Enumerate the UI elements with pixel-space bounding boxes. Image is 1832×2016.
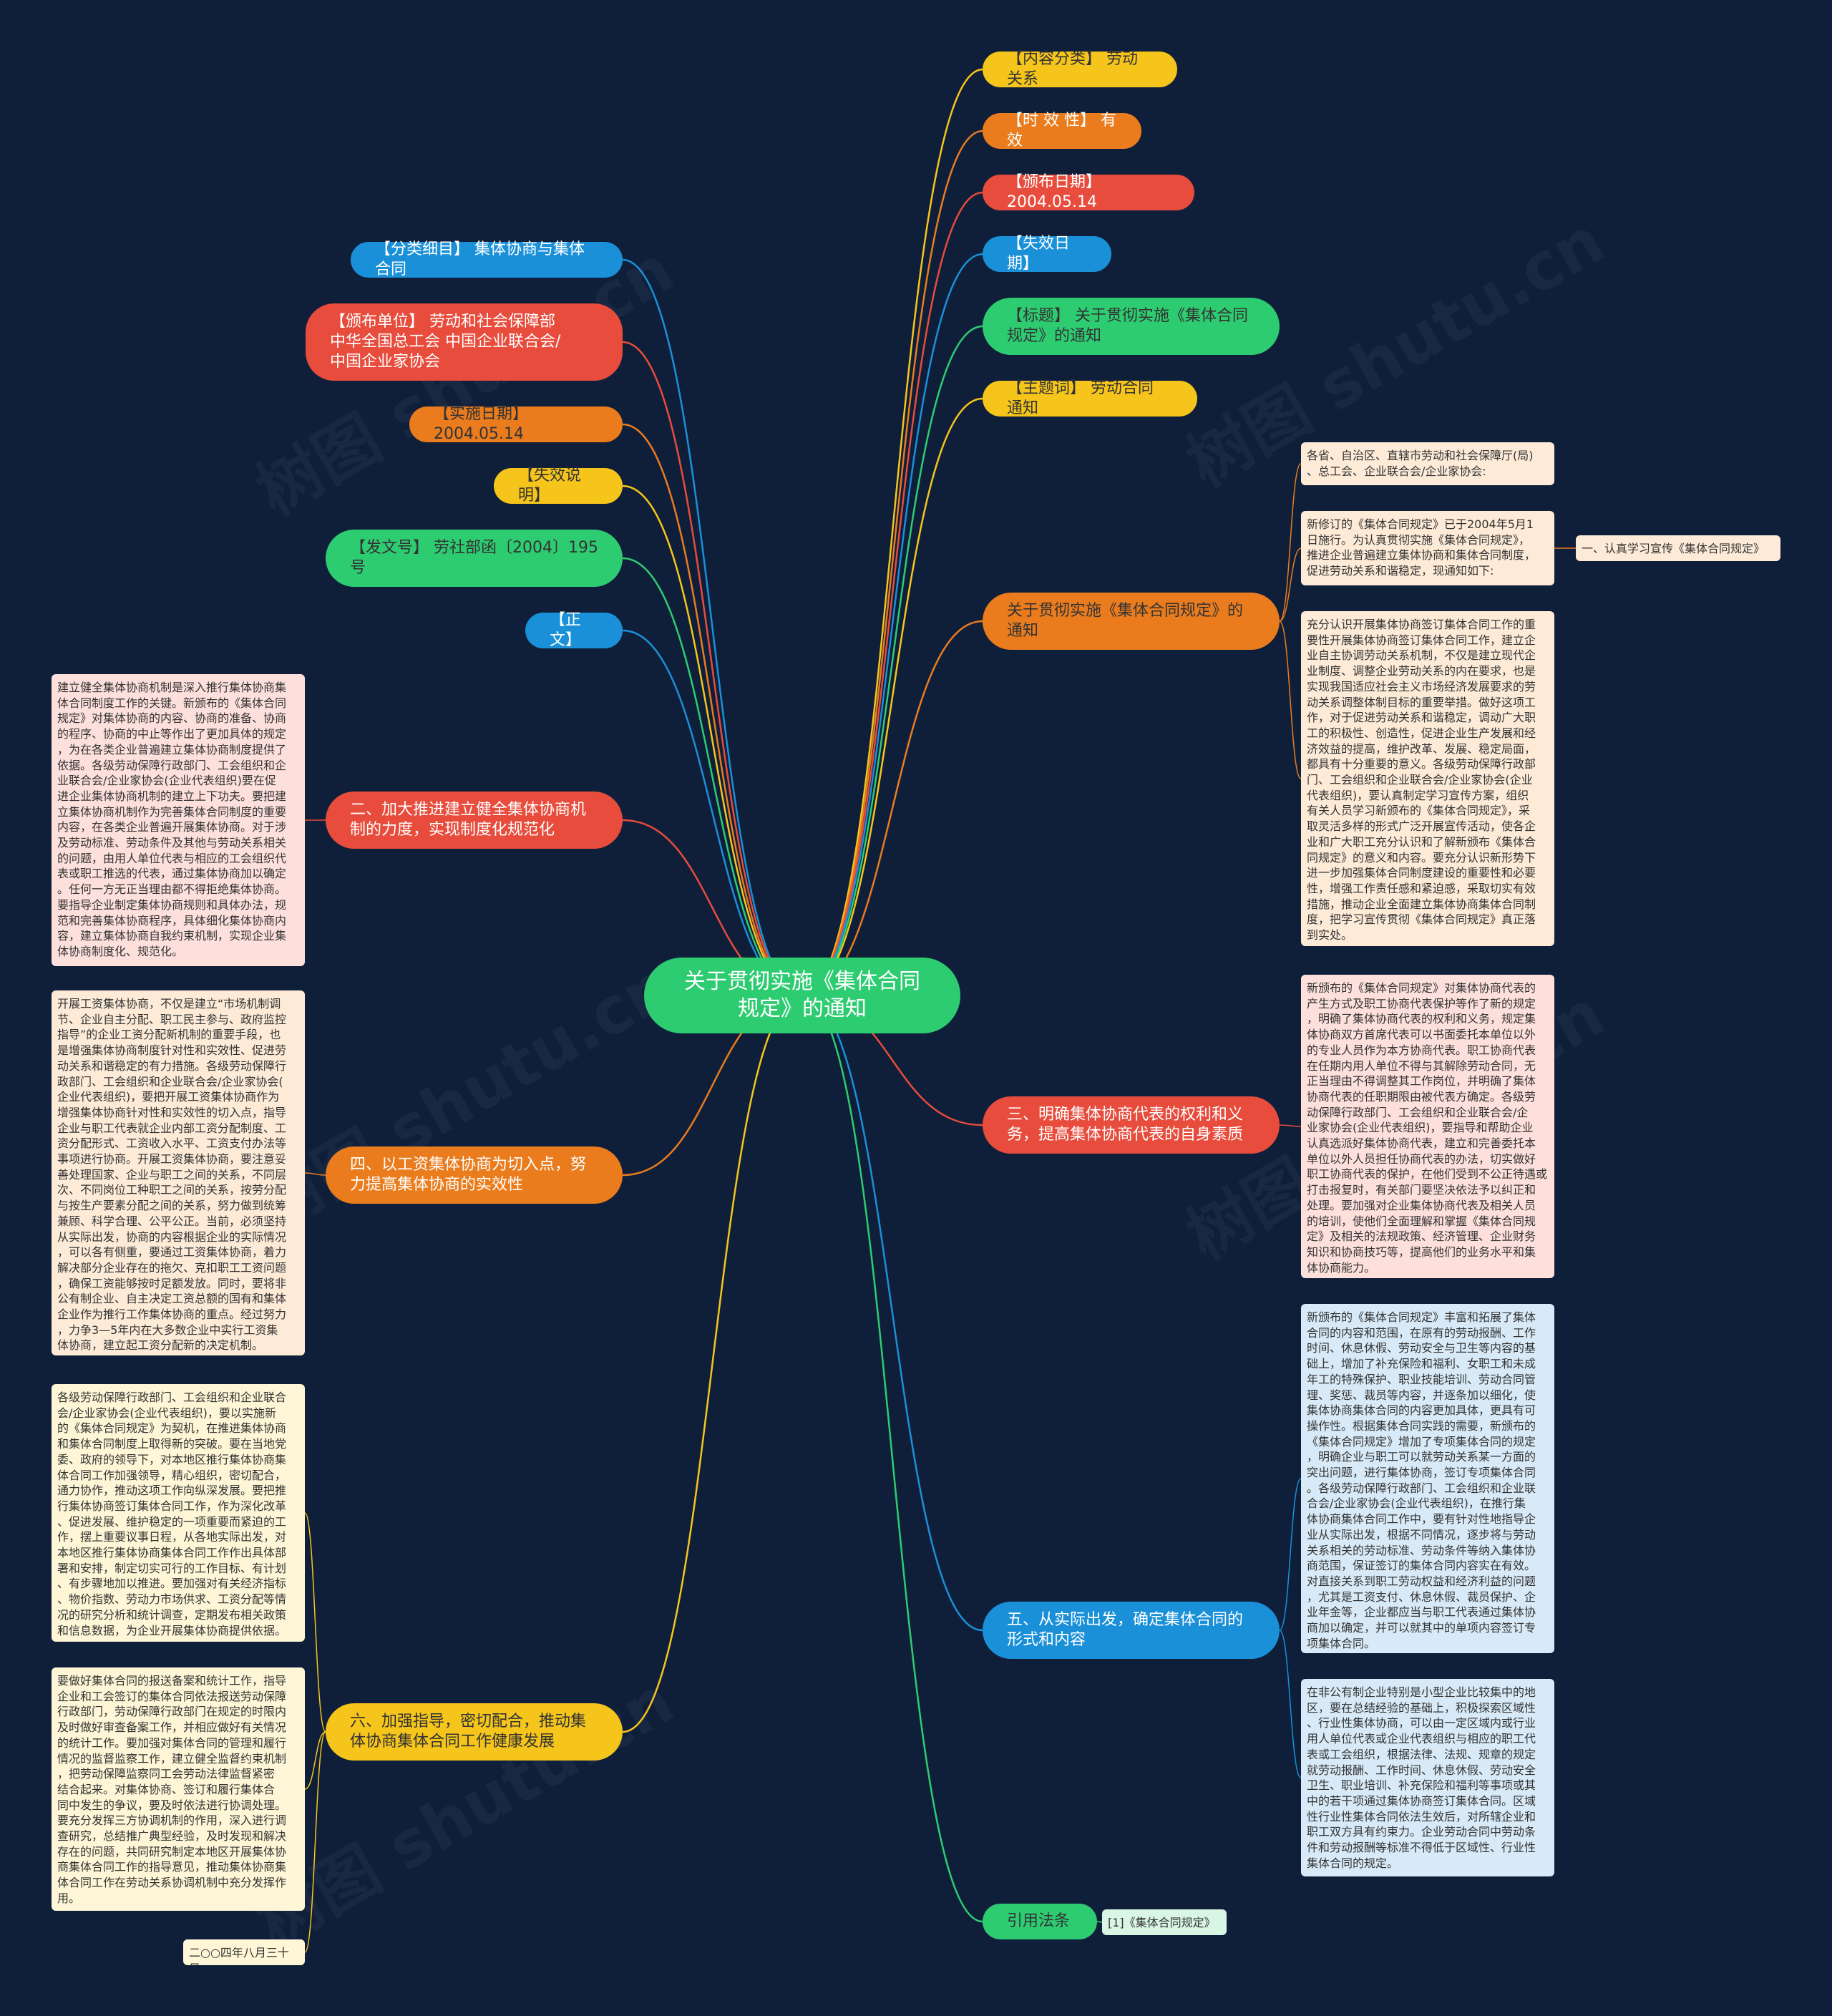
meta-validity[interactable]: 【时 效 性】 有效 bbox=[983, 112, 1141, 150]
link-sub-category bbox=[622, 258, 803, 997]
branch-notice[interactable]: 关于贯彻实施《集体合同规定》的 通知 bbox=[983, 593, 1280, 650]
meta-document-number[interactable]: 【发文号】 劳社部函〔2004〕195 号 bbox=[326, 530, 623, 587]
section-six-date: 二○○四年八月三十日 bbox=[183, 1939, 305, 1965]
link-notice bbox=[802, 620, 983, 997]
link-section-six-body-b bbox=[304, 1731, 326, 1790]
link-content-category bbox=[802, 68, 983, 997]
link-effective-date bbox=[622, 423, 803, 997]
link-notice-addressee bbox=[1279, 463, 1302, 622]
branch-section-two[interactable]: 二、加大推进建立健全集体协商机 制的力度，实现制度化规范化 bbox=[326, 792, 623, 849]
meta-issue-date[interactable]: 【颁布日期】 2004.05.14 bbox=[983, 173, 1194, 211]
link-notice-body bbox=[1279, 620, 1302, 779]
branch-citation[interactable]: 引用法条 bbox=[983, 1904, 1097, 1939]
section-four-body: 开展工资集体协商，不仅是建立“市场机制调 节、企业自主分配、职工民主参与、政府监… bbox=[52, 990, 305, 1355]
link-section-six-body-a bbox=[304, 1512, 326, 1733]
meta-expiry-date[interactable]: 【失效日期】 bbox=[983, 235, 1111, 273]
notice-intro: 新修订的《集体合同规定》已于2004年5月1 日施行。为认真贯彻实施《集体合同规… bbox=[1301, 511, 1554, 585]
meta-effective-date[interactable]: 【实施日期】 2004.05.14 bbox=[409, 405, 623, 443]
branch-section-six[interactable]: 六、加强指导，密切配合，推动集 体协商集体合同工作健康发展 bbox=[326, 1703, 623, 1761]
meta-keywords[interactable]: 【主题词】 劳动合同 通知 bbox=[983, 379, 1197, 417]
link-validity bbox=[802, 130, 983, 997]
section-three-body: 新颁布的《集体合同规定》对集体协商代表的 产生方式及职工协商代表保护等作了新的规… bbox=[1301, 975, 1554, 1278]
section-five-body-b: 在非公有制企业特别是小型企业比较集中的地 区，要在总结经验的基础上，积极探索区域… bbox=[1301, 1679, 1554, 1876]
link-section-six-date bbox=[304, 1731, 326, 1953]
link-citation bbox=[802, 994, 983, 1923]
meta-content-category[interactable]: 【内容分类】 劳动关系 bbox=[983, 50, 1177, 88]
link-section-five bbox=[802, 994, 983, 1632]
meta-main-text[interactable]: 【正文】 bbox=[525, 611, 623, 649]
link-main-text bbox=[622, 629, 803, 997]
meta-title[interactable]: 【标题】 关于贯彻实施《集体合同 规定》的通知 bbox=[983, 298, 1280, 355]
link-section-four-body bbox=[304, 1172, 326, 1176]
branch-section-four[interactable]: 四、以工资集体协商为切入点，努 力提高集体协商的实效性 bbox=[326, 1146, 623, 1204]
citation-item: [1]《集体合同规定》 bbox=[1102, 1909, 1227, 1935]
meta-issuing-authority[interactable]: 【颁布单位】 劳动和社会保障部 中华全国总工会 中国企业联合会/ 中国企业家协会 bbox=[306, 303, 623, 381]
link-title bbox=[802, 325, 983, 997]
section-six-body-b: 要做好集体合同的报送备案和统计工作，指导 企业和工会签订的集体合同依法报送劳动保… bbox=[52, 1667, 305, 1911]
branch-section-five[interactable]: 五、从实际出发，确定集体合同的 形式和内容 bbox=[983, 1602, 1280, 1659]
section-six-body-a: 各级劳动保障行政部门、工会组织和企业联合 会/企业家协会(企业代表组织)，要以实… bbox=[52, 1384, 305, 1642]
meta-sub-category[interactable]: 【分类细目】 集体协商与集体合同 bbox=[351, 240, 623, 278]
link-section-three-body bbox=[1279, 1124, 1302, 1127]
link-expiry-date bbox=[802, 253, 983, 997]
notice-section-one-body: 充分认识开展集体协商签订集体合同工作的重 要性开展集体协商签订集体合同工作，建立… bbox=[1301, 611, 1554, 946]
notice-addressee: 各省、自治区、直辖市劳动和社会保障厅(局) 、总工会、企业联合会/企业家协会: bbox=[1301, 442, 1554, 485]
section-two-body: 建立健全集体协商机制是深入推行集体协商集 体合同制度工作的关键。新颁布的《集体合… bbox=[52, 674, 305, 966]
link-keywords bbox=[802, 397, 983, 997]
section-five-body-a: 新颁布的《集体合同规定》丰富和拓展了集体 合同的内容和范围，在原有的劳动报酬、工… bbox=[1301, 1304, 1554, 1653]
link-section-five-body-b bbox=[1279, 1630, 1302, 1778]
center-topic[interactable]: 关于贯彻实施《集体合同 规定》的通知 bbox=[644, 958, 960, 1033]
link-issuing-authority bbox=[622, 341, 803, 997]
link-section-five-body-a bbox=[1279, 1478, 1302, 1631]
link-expiry-note bbox=[622, 484, 803, 997]
meta-expiry-note[interactable]: 【失效说明】 bbox=[494, 467, 623, 505]
link-issue-date bbox=[802, 191, 983, 997]
link-section-six bbox=[622, 994, 803, 1733]
link-notice-intro bbox=[1279, 547, 1302, 622]
notice-section-one-title: 一、认真学习宣传《集体合同规定》 bbox=[1576, 535, 1780, 561]
branch-section-three[interactable]: 三、明确集体协商代表的权利和义 务，提高集体协商代表的自身素质 bbox=[983, 1096, 1280, 1154]
